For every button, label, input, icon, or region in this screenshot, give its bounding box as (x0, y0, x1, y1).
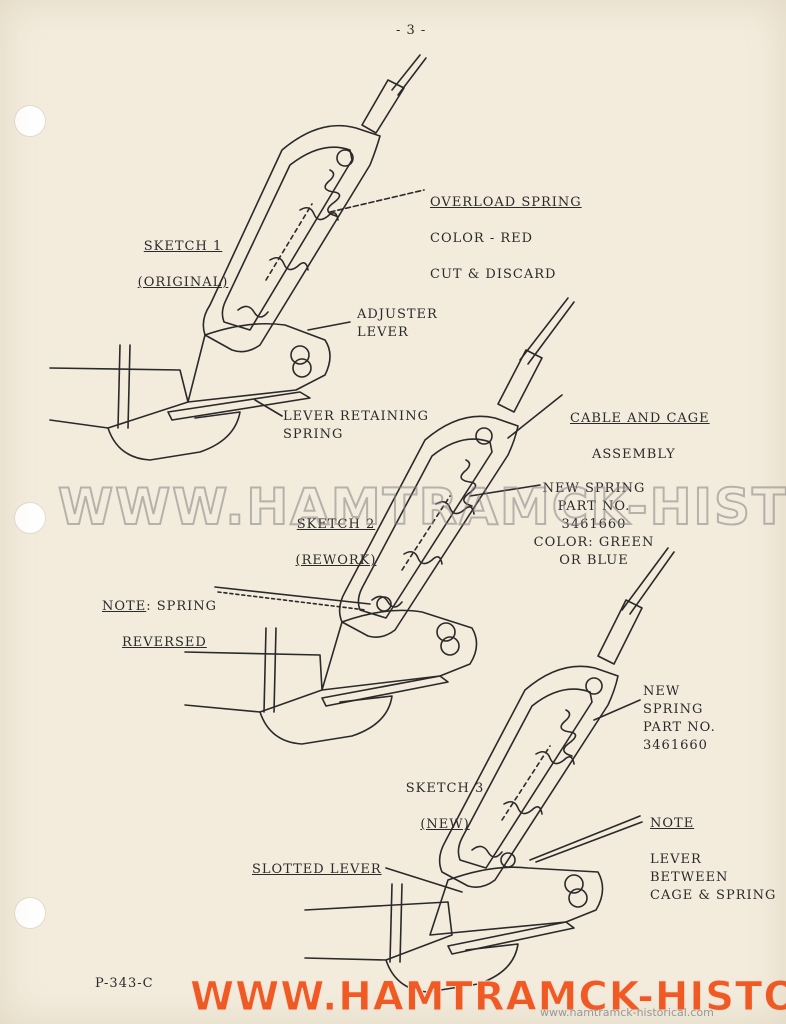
overload-spring-callout: OVERLOAD SPRING COLOR - RED CUT & DISCAR… (430, 176, 582, 302)
note-reversed-text: REVERSED (122, 635, 207, 650)
sketch-1-subtitle: (ORIGINAL) (137, 275, 229, 290)
watermark-bottom: WWW.HAMTRAMCK-HISTORICAL.COM (189, 974, 786, 1021)
page-number: - 3 - (396, 23, 427, 38)
sketch-2-caption: SKETCH 2 (REWORK) (286, 498, 386, 588)
note-lever-body: LEVER BETWEEN CAGE & SPRING (650, 852, 777, 903)
watermark-middle: WWW.HAMTRAMCK-HISTORICAL.COM (57, 477, 786, 537)
note-spring-text: : SPRING (146, 599, 218, 614)
form-code: P-343-C (95, 976, 154, 991)
sketch-2-assembly (184, 297, 575, 745)
note-spring-reversed-callout: NOTE: SPRING REVERSED (102, 580, 217, 670)
overload-spring-title: OVERLOAD SPRING (430, 195, 582, 210)
sketch-2-title: SKETCH 2 (296, 517, 376, 532)
sketch-3-caption: SKETCH 3 (NEW) (400, 762, 490, 852)
adjuster-lever-callout: ADJUSTER LEVER (357, 307, 438, 340)
overload-spring-color: COLOR - RED (430, 231, 534, 246)
sketch-3-title: SKETCH 3 (405, 781, 485, 796)
lever-retaining-spring-callout: LEVER RETAINING SPRING (283, 409, 429, 442)
sketch-3-assembly (304, 547, 675, 993)
sketch-2-subtitle: (REWORK) (295, 553, 377, 568)
note-lever-label: NOTE (650, 816, 695, 831)
sketch-1-title: SKETCH 1 (143, 239, 223, 254)
binder-hole-top (14, 105, 46, 137)
new-spring-3-callout: NEW SPRING PART NO. 3461660 (643, 684, 716, 753)
sketch-3-subtitle: (NEW) (420, 817, 470, 832)
watermark-small: www.hamtramck-historical.com (540, 1006, 714, 1019)
binder-hole-middle (14, 502, 46, 534)
note-label: NOTE (102, 599, 147, 614)
overload-spring-action: CUT & DISCARD (430, 267, 557, 282)
slotted-lever-callout: SLOTTED LEVER (252, 862, 382, 877)
cable-and-cage-subtitle: ASSEMBLY (592, 447, 676, 462)
cable-and-cage-title: CABLE AND CAGE (570, 411, 710, 426)
binder-hole-bottom (14, 897, 46, 929)
sketch-1-assembly (49, 54, 427, 461)
sketch-1-caption: SKETCH 1 (ORIGINAL) (128, 220, 238, 310)
cable-and-cage-callout: CABLE AND CAGE ASSEMBLY (570, 392, 710, 482)
note-lever-callout: NOTE LEVER BETWEEN CAGE & SPRING (650, 797, 776, 923)
new-spring-2-callout: NEW SPRING PART NO. 3461660 COLOR: GREEN… (533, 481, 655, 568)
